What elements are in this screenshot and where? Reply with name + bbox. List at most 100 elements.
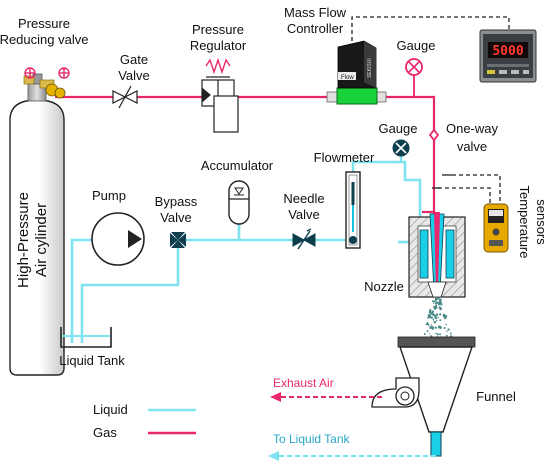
gauge-icon bbox=[405, 58, 423, 97]
spray-droplet bbox=[433, 314, 436, 317]
return-arrow-icon bbox=[268, 451, 279, 461]
spray-droplet bbox=[439, 306, 441, 309]
legend-liquid-label: Liquid bbox=[93, 402, 128, 417]
spray-droplets bbox=[423, 297, 453, 339]
flowmeter-label: Flowmeter bbox=[314, 150, 375, 165]
spray-droplet bbox=[434, 316, 438, 320]
one-way-valve-label-1: One-way bbox=[446, 121, 499, 136]
spray-droplet bbox=[439, 300, 442, 303]
spray-droplet bbox=[445, 334, 448, 337]
spray-droplet bbox=[439, 313, 442, 316]
accumulator-label: Accumulator bbox=[201, 158, 274, 173]
mass-flow-controller: Flow SEKISUI bbox=[326, 40, 387, 105]
spray-droplet bbox=[432, 318, 434, 320]
spray-droplet bbox=[429, 310, 431, 312]
spray-droplet bbox=[436, 333, 439, 336]
pressure-reducing-label-2: Reducing valve bbox=[0, 32, 88, 47]
spray-droplet bbox=[439, 333, 442, 336]
pressure-regulator-label-2: Regulator bbox=[190, 38, 247, 53]
handwheel-icon bbox=[24, 67, 70, 79]
spray-droplet bbox=[446, 330, 448, 332]
spray-droplet bbox=[430, 324, 433, 326]
spray-droplet bbox=[433, 320, 437, 324]
spray-droplet bbox=[435, 306, 437, 308]
spray-droplet bbox=[437, 297, 440, 300]
exhaust-air-label: Exhaust Air bbox=[273, 376, 334, 390]
funnel-label: Funnel bbox=[476, 389, 516, 404]
nozzle bbox=[408, 212, 466, 298]
pressure-regulator-label-1: Pressure bbox=[192, 22, 244, 37]
gauge-mid-label: Gauge bbox=[378, 121, 417, 136]
liquid-tank-label: Liquid Tank bbox=[59, 353, 125, 368]
spray-droplet bbox=[426, 322, 429, 324]
spray-droplet bbox=[434, 299, 438, 302]
mfc-side-text: SEKISUI bbox=[367, 58, 373, 78]
cylinder-label-1: High-Pressure bbox=[15, 192, 32, 288]
funnel bbox=[397, 336, 476, 457]
bypass-valve-label-2: Valve bbox=[160, 210, 192, 225]
spray-droplet bbox=[435, 332, 437, 335]
spray-droplet bbox=[445, 323, 447, 326]
exhaust-arrow-icon bbox=[270, 392, 281, 402]
spray-droplet bbox=[437, 316, 439, 319]
spray-droplet bbox=[439, 319, 442, 322]
spray-droplet bbox=[427, 314, 431, 318]
air-cylinder: High-Pressure Air cylinder bbox=[9, 67, 70, 376]
mfc-label-1: Mass Flow bbox=[284, 5, 347, 20]
spray-droplet bbox=[449, 332, 452, 335]
controller-display: 5000 bbox=[479, 29, 537, 83]
spray-droplet bbox=[435, 301, 438, 304]
spray-droplet bbox=[442, 313, 446, 316]
spray-droplet bbox=[434, 308, 436, 310]
bypass-valve-label-1: Bypass bbox=[155, 194, 198, 209]
nozzle-label: Nozzle bbox=[364, 279, 404, 294]
spray-droplet bbox=[423, 333, 426, 335]
spray-droplet bbox=[437, 301, 441, 305]
spray-droplet bbox=[435, 319, 438, 322]
flowmeter-icon bbox=[345, 171, 361, 249]
pump-label: Pump bbox=[92, 188, 126, 203]
spray-droplet bbox=[436, 298, 439, 301]
spray-droplet bbox=[431, 310, 435, 314]
accumulator-icon bbox=[228, 180, 250, 225]
gauge-top-label: Gauge bbox=[396, 38, 435, 53]
spray-droplet bbox=[435, 313, 439, 316]
spray-droplet bbox=[431, 326, 435, 330]
one-way-valve-icon bbox=[428, 128, 440, 142]
gate-valve-icon bbox=[112, 85, 138, 109]
pressure-regulator-icon bbox=[201, 57, 239, 133]
spray-droplet bbox=[447, 328, 450, 331]
spray-droplet bbox=[443, 326, 446, 330]
needle-valve-label-2: Valve bbox=[288, 207, 320, 222]
liquid-gauge-icon bbox=[392, 139, 410, 162]
spray-droplet bbox=[427, 324, 430, 326]
spray-droplet bbox=[429, 333, 431, 335]
needle-valve-label-1: Needle bbox=[283, 191, 324, 206]
temperature-sensors-label-1: Temperature bbox=[517, 186, 532, 259]
spray-droplet bbox=[434, 326, 437, 329]
display-value: 5000 bbox=[492, 44, 523, 59]
gate-valve-label-2: Valve bbox=[118, 68, 150, 83]
pressure-reducing-label-1: Pressure bbox=[18, 16, 70, 31]
mfc-label-2: Controller bbox=[287, 21, 344, 36]
mfc-body-text: Flow bbox=[341, 75, 354, 81]
to-liquid-tank-label: To Liquid Tank bbox=[273, 432, 351, 446]
spray-droplet bbox=[440, 303, 443, 306]
legend: Liquid Gas bbox=[93, 402, 196, 440]
spray-droplet bbox=[433, 302, 435, 305]
one-way-valve-label-2: valve bbox=[457, 139, 487, 154]
bypass-valve-icon bbox=[170, 232, 186, 248]
spray-droplet bbox=[437, 325, 441, 329]
needle-valve-icon bbox=[292, 228, 316, 250]
temperature-sensor-lines bbox=[438, 174, 501, 204]
legend-gas-label: Gas bbox=[93, 425, 117, 440]
exhaust-fan-icon bbox=[371, 377, 420, 408]
liquid-lines bbox=[70, 160, 422, 343]
liquid-tank-icon bbox=[60, 327, 112, 348]
spray-droplet bbox=[426, 330, 429, 333]
thermometer-device bbox=[483, 203, 509, 253]
cylinder-label-2: Air cylinder bbox=[33, 203, 50, 277]
spray-droplet bbox=[433, 300, 436, 303]
spray-droplet bbox=[430, 316, 433, 319]
temperature-sensors-label-2: sensors bbox=[534, 199, 549, 245]
